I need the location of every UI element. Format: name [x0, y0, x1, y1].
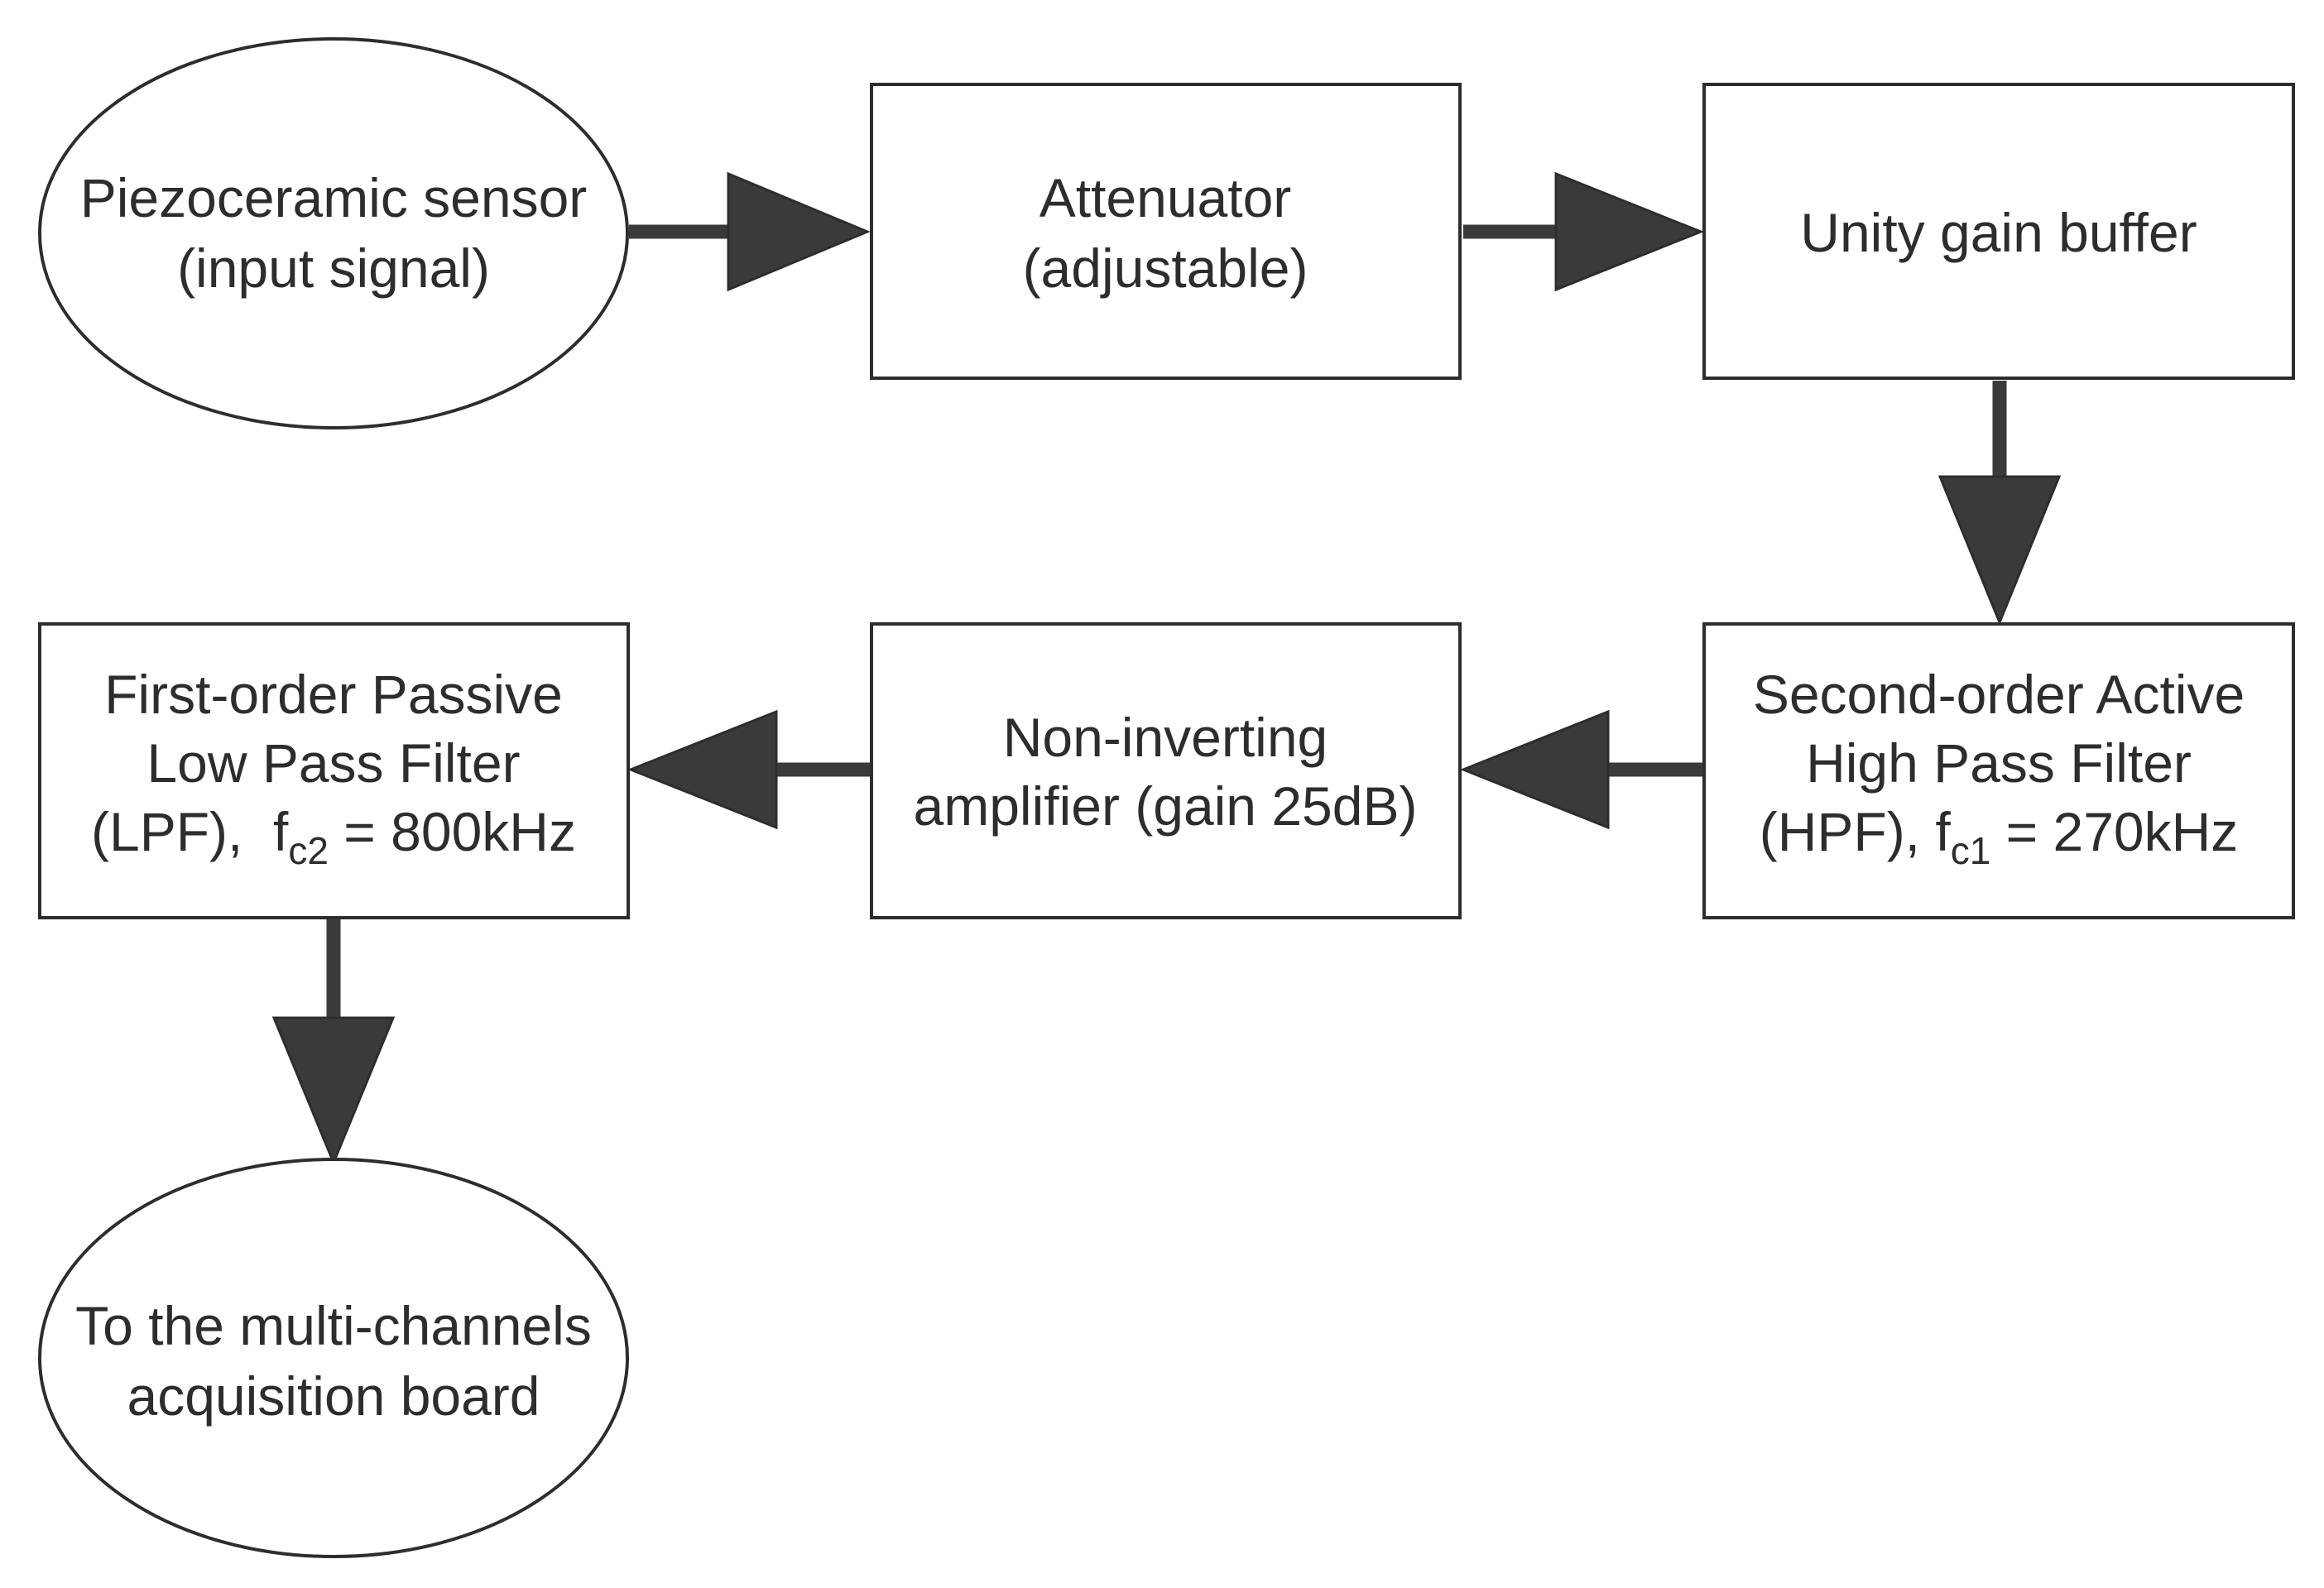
edge-lpf-to-acquisition	[271, 918, 396, 1166]
node-lpf-line3-suffix: = 800kHz	[329, 801, 576, 862]
node-lpf-line3-subscript: c2	[288, 829, 329, 872]
node-hpf-line3: (HPF), fc1 = 270kHz	[1760, 801, 2239, 872]
node-hpf-line2: High Pass Filter	[1806, 732, 2192, 794]
node-amplifier-line2: amplifier (gain 25dB)	[914, 775, 1418, 837]
node-acquisition-board: To the multi-channels acquisition board	[38, 1158, 629, 1558]
node-hpf-line3-suffix: = 270kHz	[1990, 801, 2238, 862]
node-hpf-line1: Second-order Active	[1753, 664, 2245, 725]
node-hpf-line3-prefix: (HPF), f	[1760, 801, 1952, 862]
node-hpf-line3-subscript: c1	[1951, 829, 1991, 872]
node-acquisition-line1: To the multi-channels	[75, 1295, 592, 1356]
edge-hpf-to-amplifier	[1459, 709, 1704, 830]
node-piezoceramic-sensor: Piezoceramic sensor (input signal)	[38, 37, 629, 429]
node-low-pass-filter: First-order Passive Low Pass Filter (LPF…	[38, 622, 630, 919]
node-attenuator-line1: Attenuator	[1040, 167, 1292, 228]
edge-buffer-to-hpf	[1937, 381, 2062, 626]
node-lpf-line2: Low Pass Filter	[146, 732, 520, 794]
node-lpf-line3-prefix: (LPF), f	[91, 801, 289, 862]
edge-amplifier-to-lpf	[627, 709, 872, 830]
node-buffer-line1: Unity gain buffer	[1800, 202, 2197, 263]
node-lpf-line3: (LPF), fc2 = 800kHz	[91, 801, 576, 872]
node-high-pass-filter: Second-order Active High Pass Filter (HP…	[1702, 622, 2295, 919]
node-attenuator: Attenuator (adjustable)	[870, 83, 1462, 380]
edge-sensor-to-attenuator	[629, 171, 871, 292]
node-attenuator-line2: (adjustable)	[1023, 237, 1308, 299]
node-lpf-line1: First-order Passive	[104, 664, 563, 725]
node-sensor-line1: Piezoceramic sensor	[80, 167, 588, 228]
node-non-inverting-amplifier: Non-inverting amplifier (gain 25dB)	[870, 622, 1462, 919]
node-acquisition-line2: acquisition board	[127, 1365, 540, 1427]
node-unity-gain-buffer: Unity gain buffer	[1702, 83, 2295, 380]
edge-attenuator-to-buffer	[1463, 171, 1705, 292]
node-sensor-line2: (input signal)	[177, 237, 490, 299]
node-amplifier-line1: Non-inverting	[1003, 707, 1328, 768]
